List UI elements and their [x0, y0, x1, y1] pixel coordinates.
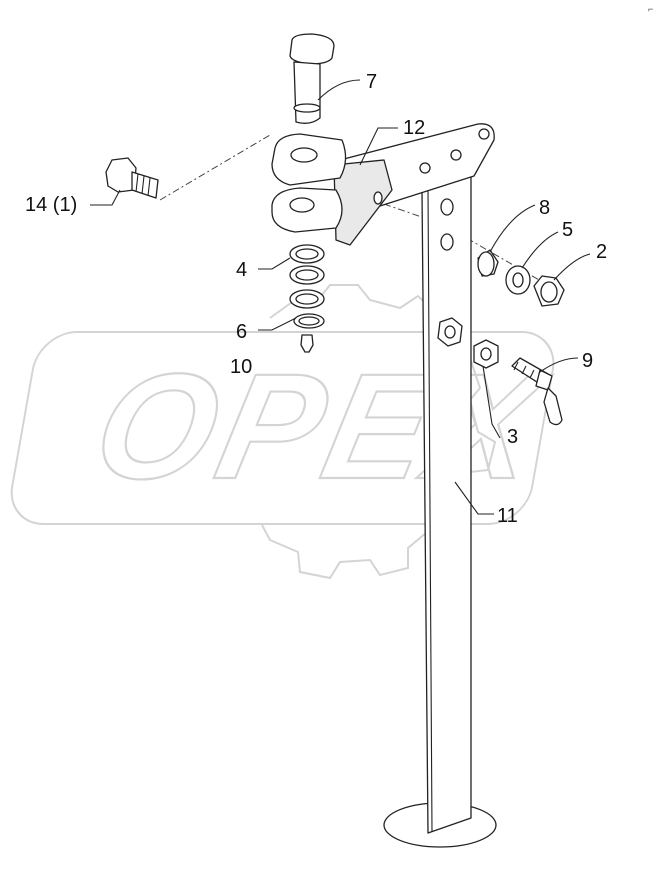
callout-9: 9	[582, 350, 593, 372]
stand-hole-lower	[440, 233, 454, 251]
hex-nut-on-post-hole	[444, 325, 456, 339]
leader-11	[454, 481, 494, 515]
callout-8: 8	[539, 197, 550, 219]
leader-lines	[90, 79, 591, 515]
grease-nipple-body	[300, 334, 314, 353]
leader-9	[539, 357, 579, 373]
hex-nuts	[437, 317, 499, 369]
leader-7	[317, 79, 361, 101]
hex-nut-loose-hole	[480, 347, 492, 361]
washer-3-hole	[295, 293, 319, 305]
flat-washer	[505, 265, 531, 295]
stand-post-body	[421, 173, 472, 834]
lock-nut-face	[540, 281, 558, 303]
clevis-lower-hole	[289, 197, 315, 213]
hex-bolt	[105, 157, 159, 199]
corner-mark: ⌐	[648, 4, 653, 14]
clevis-bracket	[271, 123, 495, 246]
leader-2	[553, 253, 591, 281]
leader-4	[258, 257, 291, 270]
pin-shank	[293, 61, 321, 124]
washer-1-hole	[295, 248, 319, 260]
bolt-thread	[131, 171, 159, 199]
bracket-side-hole	[373, 191, 383, 205]
callout-5: 5	[562, 219, 573, 241]
bolt-thread-lines	[135, 173, 151, 197]
callout-4: 4	[236, 259, 247, 281]
leader-12	[359, 127, 398, 166]
locking-pin-thread-lines	[513, 361, 535, 379]
callout-7: 7	[366, 71, 377, 93]
callout-14: 14 (1)	[25, 194, 77, 216]
pivot-pin	[289, 33, 335, 124]
arm-hole-3	[419, 162, 431, 174]
leader-6	[258, 317, 297, 331]
pin-groove	[293, 103, 321, 113]
opex-watermark: OPEX	[10, 284, 561, 580]
washer-2-hole	[295, 269, 319, 281]
washer-stack	[289, 244, 325, 329]
watermark-tag-outline	[10, 331, 555, 525]
callout-2: 2	[596, 241, 607, 263]
lock-nut	[533, 275, 565, 307]
centerline-pin	[383, 203, 561, 293]
centerline-bolt	[159, 134, 271, 201]
stand-hole-upper	[440, 198, 454, 216]
spacer-end	[477, 251, 495, 277]
callout-12: 12	[403, 117, 425, 139]
leader-3	[482, 365, 501, 439]
stand-post-edge	[427, 189, 433, 833]
grease-nipple	[300, 334, 314, 353]
callout-10: 10	[230, 356, 252, 378]
circlip-hole	[298, 316, 320, 326]
locking-pin	[511, 357, 563, 426]
leader-8	[489, 204, 536, 253]
callout-3: 3	[507, 426, 518, 448]
flat-washer-hole	[512, 272, 524, 288]
locking-pin-handle	[543, 387, 563, 426]
arm-hole-2	[450, 149, 462, 161]
leader-14	[90, 189, 121, 206]
callout-6: 6	[236, 321, 247, 343]
watermark-gear-outline	[261, 284, 497, 580]
pin-head	[289, 33, 335, 65]
watermark-text: OPEX	[81, 344, 559, 511]
clevis-upper-hole	[290, 147, 318, 163]
leader-5	[521, 231, 559, 269]
callout-11: 11	[497, 505, 518, 527]
arm-hole-1	[478, 128, 490, 140]
spacer	[477, 249, 499, 277]
